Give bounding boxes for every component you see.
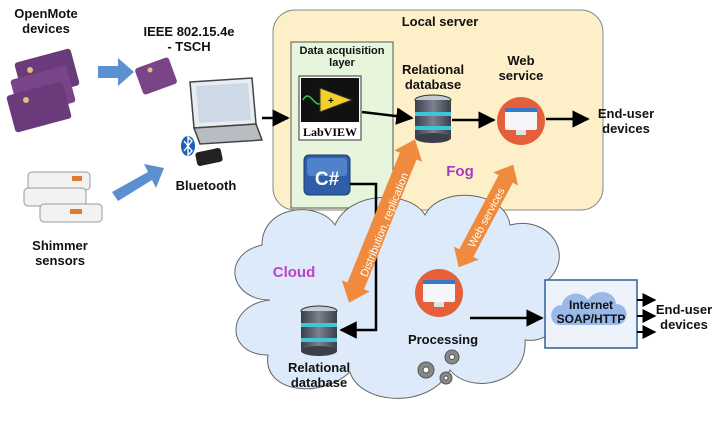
- csharp-label: C#: [315, 169, 340, 190]
- local-server-label: Local server: [401, 14, 479, 29]
- internet-cloud: [551, 292, 627, 325]
- labview-to-db-arrow: [361, 107, 414, 125]
- distribution-arrow: [341, 139, 423, 303]
- end-user-bottom-label-line2: devices: [660, 317, 708, 332]
- rel-db-top-label-line2: database: [404, 77, 462, 92]
- csharp-icon: [303, 154, 351, 196]
- labview-label: LabVIEW: [303, 125, 357, 139]
- rel-db-bottom-label-line2: database: [290, 375, 348, 390]
- processing-label: Processing: [407, 332, 479, 347]
- end-user-bottom-label: End-user devices: [652, 302, 716, 332]
- shimmer-label-line1: Shimmer: [32, 238, 88, 253]
- openmote-label-line1: OpenMote: [14, 6, 78, 21]
- fog-label: Fog: [446, 163, 474, 180]
- bluetooth-label: Bluetooth: [175, 178, 237, 193]
- shimmer-label: Shimmer sensors: [20, 238, 100, 268]
- gears-icon: [417, 349, 460, 385]
- internet-label: Internet SOAP/HTTP: [547, 298, 635, 326]
- bluetooth-icon: [181, 135, 195, 157]
- openmote-arrow: [98, 58, 134, 86]
- web-service-label: Web service: [490, 53, 552, 83]
- openmote-boards-image: [6, 48, 177, 133]
- rel-db-top-label-line1: Relational: [401, 62, 465, 77]
- svg-text:+: +: [328, 96, 334, 107]
- database-icon-bottom: [300, 305, 338, 356]
- shimmer-sensors-image: [23, 171, 103, 223]
- end-user-top-label: End-user devices: [588, 106, 664, 136]
- rel-db-top-label: Relational database: [393, 62, 473, 92]
- web-service-label-line2: service: [498, 68, 544, 83]
- shimmer-label-line2: sensors: [35, 253, 85, 268]
- openmote-label: OpenMote devices: [6, 6, 86, 36]
- web-services-arrow: [453, 164, 519, 268]
- openmote-label-line2: devices: [22, 21, 70, 36]
- rel-db-bottom-label: Relational database: [276, 360, 362, 390]
- shimmer-arrow: [112, 164, 164, 201]
- labview-icon: +: [298, 75, 362, 141]
- end-user-bottom-label-line1: End-user: [655, 302, 713, 317]
- web-service-icon: [497, 97, 545, 145]
- ieee-label-line2: - TSCH: [167, 39, 211, 54]
- ieee-label: IEEE 802.15.4e - TSCH: [134, 24, 244, 54]
- internet-label-line1: Internet: [568, 298, 613, 312]
- end-user-top-label-line1: End-user: [597, 106, 655, 121]
- cloud-label: Cloud: [272, 264, 316, 281]
- daq-layer-label-line1: Data acquisition: [299, 45, 385, 57]
- processing-icon: [415, 269, 463, 317]
- web-service-label-line1: Web: [507, 53, 535, 68]
- end-user-top-label-line2: devices: [602, 121, 650, 136]
- bluetooth-dongle: [195, 148, 223, 166]
- internet-label-line2: SOAP/HTTP: [556, 312, 626, 326]
- database-icon-top: [414, 94, 452, 143]
- ieee-label-line1: IEEE 802.15.4e: [143, 24, 235, 39]
- rel-db-bottom-label-line1: Relational: [287, 360, 351, 375]
- daq-layer-label: Data acquisition layer: [294, 45, 390, 69]
- daq-layer-label-line2: layer: [329, 57, 355, 69]
- laptop-icon: [189, 77, 264, 145]
